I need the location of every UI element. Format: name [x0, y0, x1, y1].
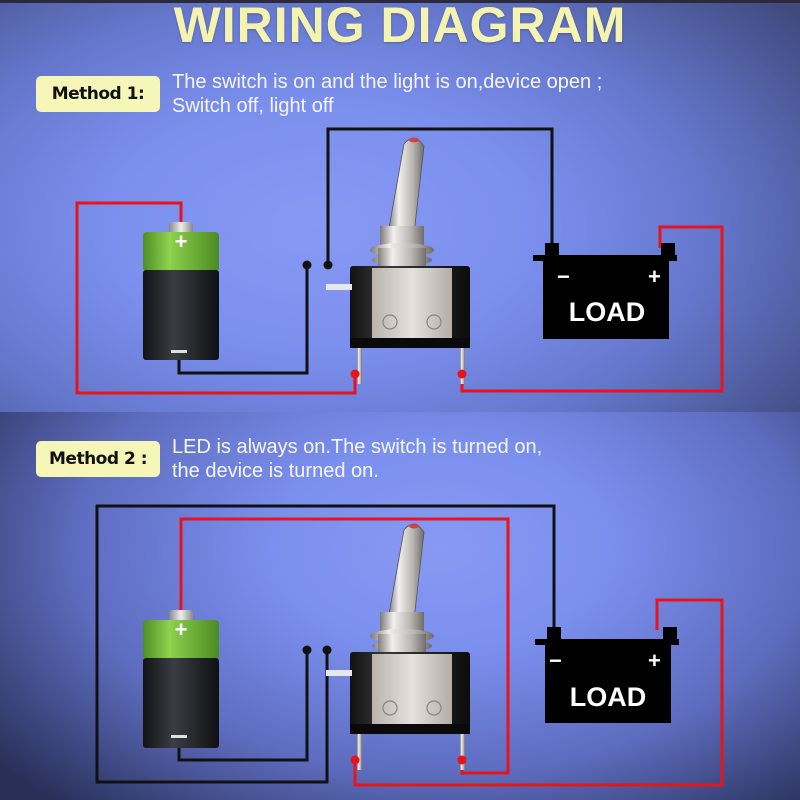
method-1-load-plus-label: + — [648, 264, 661, 289]
method-2-toggle-switch — [325, 522, 471, 771]
page-title: WIRING DIAGRAM — [173, 0, 627, 53]
method-2-wire-load-positive — [353, 598, 724, 787]
method-1-pin-dot — [350, 369, 360, 379]
method-1-badge: Method 1: — [36, 76, 160, 112]
method-2-battery-plus-label: + — [175, 617, 188, 642]
method-2-load-plus-label: + — [648, 648, 661, 673]
method-2-junction-dot — [322, 645, 332, 655]
method-2-description-line-2: the device is turned on. — [172, 460, 379, 482]
method-1-battery-plus-label: + — [175, 229, 188, 254]
method-1-wire-battery-positive — [75, 201, 357, 395]
method-1-pin-dot — [457, 369, 467, 379]
method-1-wire-battery-negative — [177, 265, 309, 375]
method-2-load-label: LOAD — [570, 682, 647, 712]
method-1-description-line-1: The switch is on and the light is on,dev… — [172, 71, 603, 93]
method-2-wire-outer-negative — [95, 504, 556, 784]
method-1-wire-switch-to-load — [326, 127, 554, 265]
method-2-pin-dot — [457, 755, 467, 765]
method-1-description-line-2: Switch off, light off — [172, 95, 334, 117]
method-2-description: LED is always on.The switch is turned on… — [172, 435, 542, 483]
top-border — [0, 0, 800, 3]
method-1-junction-dot — [302, 260, 312, 270]
method-1-battery-minus-icon — [171, 350, 187, 353]
method-1-load-minus-label: − — [557, 264, 570, 289]
method-2-diagram: + − + LOAD — [95, 504, 724, 787]
method-2-load-minus-label: − — [549, 648, 562, 673]
method-2-wire-battery-positive — [179, 517, 510, 775]
method-1-load-label: LOAD — [569, 297, 646, 327]
method-1-wire-load-positive — [460, 225, 724, 393]
method-1-description: The switch is on and the light is on,dev… — [172, 70, 602, 118]
method-1-junction-dot — [323, 260, 333, 270]
method-1-toggle-switch — [325, 136, 471, 385]
method-2-badge: Method 2 : — [36, 441, 160, 477]
method-2-battery-minus-icon — [171, 735, 187, 738]
method-2-pin-dot — [350, 755, 360, 765]
method-2-junction-dot — [302, 645, 312, 655]
method-1-diagram: + − + LOAD — [75, 127, 724, 395]
method-2-wire-battery-negative — [177, 650, 309, 762]
method-2-description-line-1: LED is always on.The switch is turned on… — [172, 436, 543, 458]
